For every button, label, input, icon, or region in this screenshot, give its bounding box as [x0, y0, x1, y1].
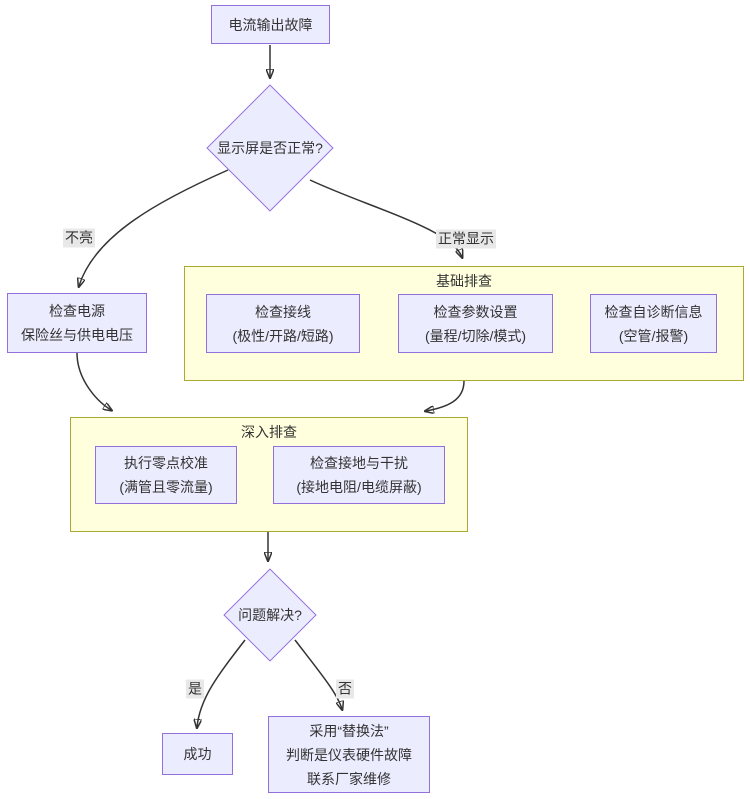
- node-zero-cal: 执行零点校准 (满管且零流量): [95, 446, 237, 504]
- node-replace-line2: 判断是仪表硬件故障: [286, 746, 412, 763]
- edge-label-not-lit: 不亮: [63, 228, 95, 248]
- decision-display-label: 显示屏是否正常?: [200, 128, 340, 168]
- node-check-wiring-line1: 检查接线: [255, 303, 311, 320]
- node-start: 电流输出故障: [211, 5, 330, 44]
- node-check-wiring-line2: (极性/开路/短路): [232, 327, 334, 344]
- subgraph-deep-title: 深入排查: [241, 424, 297, 440]
- decision-solved-text: 问题解决?: [238, 607, 302, 623]
- node-check-wiring: 检查接线 (极性/开路/短路): [206, 294, 360, 353]
- node-check-power: 检查电源 保险丝与供电电压: [7, 293, 147, 353]
- node-replace-line1: 采用“替换法”: [309, 722, 389, 739]
- edge-decision-solved-to-success: [197, 639, 246, 727]
- node-check-power-line2: 保险丝与供电电压: [21, 327, 133, 343]
- edge-decision-solved-to-replace: [294, 639, 342, 709]
- edge-basic-to-deep: [426, 380, 465, 411]
- decision-solved-label: 问题解决?: [210, 598, 330, 632]
- node-check-ground-line2: (接地电阻/电缆屏蔽): [296, 479, 422, 495]
- edge-label-no: 否: [336, 679, 354, 699]
- edge-label-yes: 是: [186, 679, 204, 699]
- node-check-ground-line1: 检查接地与干扰: [310, 455, 408, 471]
- node-check-diag: 检查自诊断信息 (空管/报警): [590, 294, 717, 353]
- subgraph-basic-title: 基础排查: [436, 273, 492, 289]
- node-zero-cal-line1: 执行零点校准: [124, 455, 208, 471]
- decision-display-text: 显示屏是否正常?: [217, 140, 323, 156]
- node-success-label: 成功: [183, 746, 212, 762]
- node-replace-line3: 联系厂家维修: [307, 770, 391, 787]
- node-start-label: 电流输出故障: [228, 16, 313, 33]
- node-check-params-line2: (量程/切除/模式): [424, 327, 527, 344]
- node-check-params: 检查参数设置 (量程/切除/模式): [398, 294, 553, 353]
- node-replace: 采用“替换法” 判断是仪表硬件故障 联系厂家维修: [268, 716, 430, 793]
- node-check-diag-line1: 检查自诊断信息: [604, 303, 703, 320]
- node-zero-cal-line2: (满管且零流量): [119, 479, 213, 495]
- node-success: 成功: [162, 733, 233, 775]
- node-check-ground: 检查接地与干扰 (接地电阻/电缆屏蔽): [273, 446, 445, 504]
- node-check-power-line1: 检查电源: [49, 303, 105, 319]
- node-check-params-line1: 检查参数设置: [433, 303, 518, 320]
- edge-check-power-to-deep: [76, 352, 111, 410]
- edge-decision-to-check-power: [79, 169, 229, 286]
- node-check-diag-line2: (空管/报警): [618, 327, 689, 344]
- edge-label-normal-display: 正常显示: [436, 229, 496, 249]
